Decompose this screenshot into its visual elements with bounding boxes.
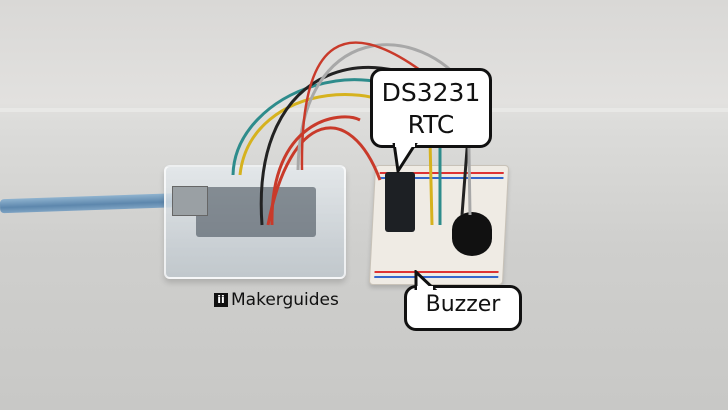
logo-mark-icon: ii xyxy=(214,293,228,307)
rtc-label-line2: RTC xyxy=(407,110,455,139)
logo-text: Makerguides xyxy=(231,290,339,310)
rtc-callout: DS3231 RTC xyxy=(370,68,492,148)
rtc-callout-tail xyxy=(392,143,418,173)
rtc-label-line1: DS3231 xyxy=(381,78,481,107)
makerguides-logo: ii Makerguides xyxy=(214,290,339,310)
buzzer-callout-tail xyxy=(414,270,438,290)
ds3231-module xyxy=(385,172,415,232)
buzzer-callout: Buzzer xyxy=(404,285,522,331)
arduino-board xyxy=(164,165,346,279)
usb-connector xyxy=(172,186,208,216)
table-edge xyxy=(0,108,728,112)
buzzer xyxy=(452,212,492,256)
